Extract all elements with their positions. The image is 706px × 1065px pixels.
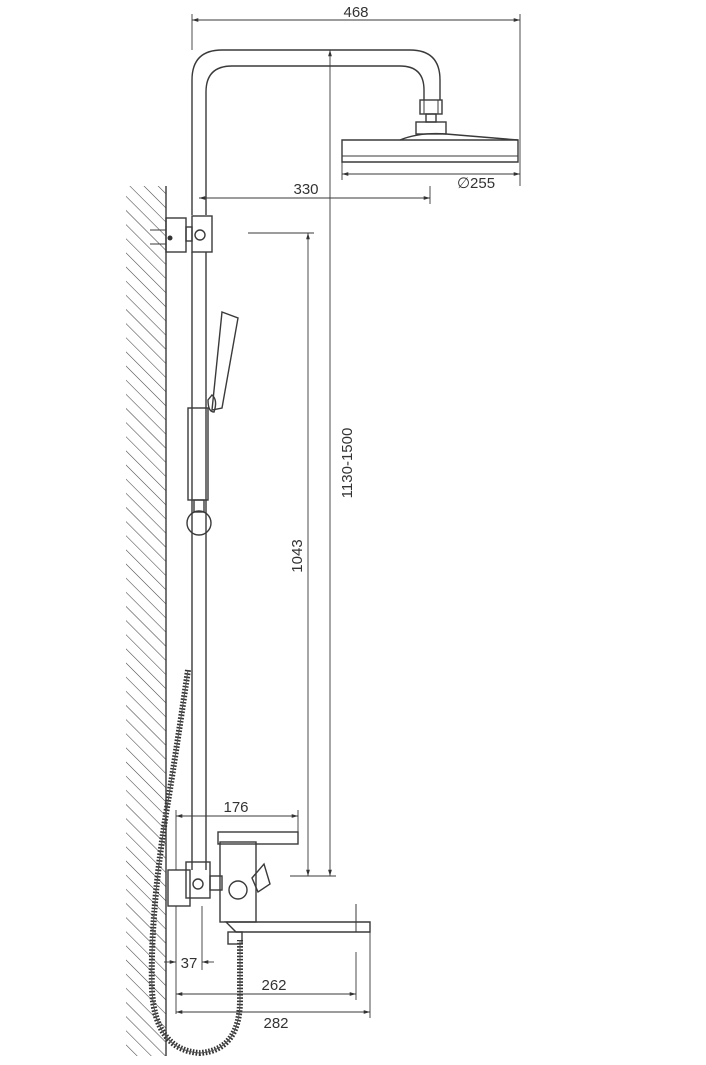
hand-shower <box>186 311 239 536</box>
dim-label-1043: 1043 <box>289 539 306 572</box>
slide-bar <box>191 252 207 870</box>
dim-label-468: 468 <box>343 4 368 21</box>
upper-wall-bracket <box>150 215 213 253</box>
wall-section <box>126 186 167 1056</box>
dim-overall-spout: 282 <box>176 932 371 1032</box>
riser-pipe <box>191 49 441 215</box>
dim-head-diameter: ∅255 <box>341 162 520 192</box>
dim-slide-bar: 1043 <box>248 232 314 876</box>
dim-arm-projection: 330 <box>199 181 431 204</box>
dim-label-255: ∅255 <box>457 175 495 192</box>
dim-label-1130-1500: 1130-1500 <box>339 428 356 499</box>
dim-label-282: 282 <box>263 1015 288 1032</box>
rain-shower-head <box>341 99 519 163</box>
dim-spout-offset: 37 <box>164 906 214 1014</box>
dim-label-37: 37 <box>181 955 198 972</box>
dim-height-range: 1130-1500 <box>290 50 356 877</box>
dim-label-262: 262 <box>261 977 286 994</box>
shower-hose <box>148 669 243 1057</box>
dim-spout-length: 262 <box>176 952 357 1000</box>
dim-label-330: 330 <box>293 181 318 198</box>
bath-mixer <box>167 831 371 945</box>
dim-mixer-projection: 176 <box>175 799 299 870</box>
dim-label-176: 176 <box>223 799 248 816</box>
dim-overall-width: 468 <box>191 4 521 186</box>
